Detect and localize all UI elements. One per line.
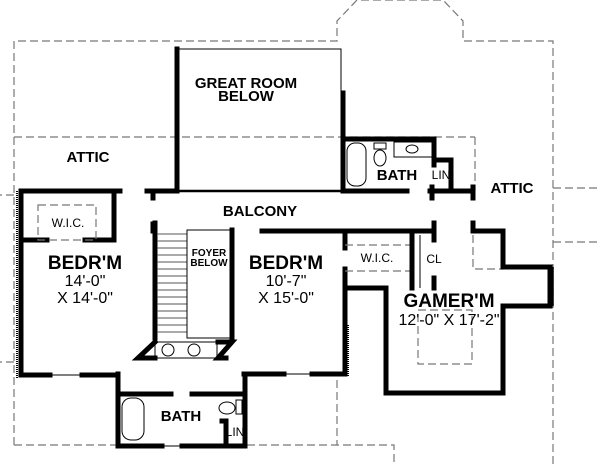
bathtub-icon: [346, 142, 367, 187]
lower-bath-label: BATH: [161, 408, 202, 425]
upper-bath-label: BATH: [377, 167, 418, 184]
stair-treads: [157, 233, 187, 333]
stair-and-foyer: [131, 220, 238, 361]
game-room-dim: 12'-0" X 17'-2": [398, 312, 499, 329]
great-room-label: GREAT ROOM: [195, 75, 297, 92]
sink-counter-icon: [393, 141, 434, 158]
room-labels: GREAT ROOM BELOW ATTIC ATTIC BALCONY BAT…: [48, 75, 534, 439]
left-bedroom-walls: [16, 188, 123, 378]
great-room-walls: [144, 46, 346, 201]
right-bedroom-label: BEDR'M: [249, 253, 323, 274]
lower-linen-label: LIN: [226, 425, 245, 439]
left-wic-label: W.I.C.: [52, 216, 85, 230]
toilet-icon: [373, 149, 387, 167]
game-room-walls: [342, 220, 554, 396]
sink-icon: [161, 343, 175, 357]
right-wic-label: W.I.C.: [361, 251, 394, 265]
closet-label: CL: [426, 252, 442, 266]
great-room-label-line2: BELOW: [218, 88, 275, 105]
left-bedroom-label: BEDR'M: [48, 253, 122, 274]
sink-icon: [187, 343, 201, 357]
attic-right-label: ATTIC: [490, 180, 533, 197]
right-bedroom-dim2: X 15'-0": [258, 290, 314, 307]
balcony-label: BALCONY: [223, 203, 297, 220]
foyer-label: FOYER: [192, 248, 227, 259]
lower-bath: [115, 371, 248, 449]
left-bedroom-dim1: 14'-0": [65, 273, 106, 290]
game-room-label: GAMER'M: [403, 291, 494, 312]
upper-linen-label: LIN: [432, 168, 451, 182]
attic-left-label: ATTIC: [66, 149, 109, 166]
right-bedroom-dim1: 10'-7": [266, 273, 307, 290]
left-bedroom-dim2: X 14'-0": [57, 290, 113, 307]
toilet-icon: [218, 401, 236, 415]
upper-bath: [340, 136, 476, 201]
foyer-label-line2: BELOW: [190, 258, 228, 269]
bathtub-icon: [121, 397, 145, 441]
